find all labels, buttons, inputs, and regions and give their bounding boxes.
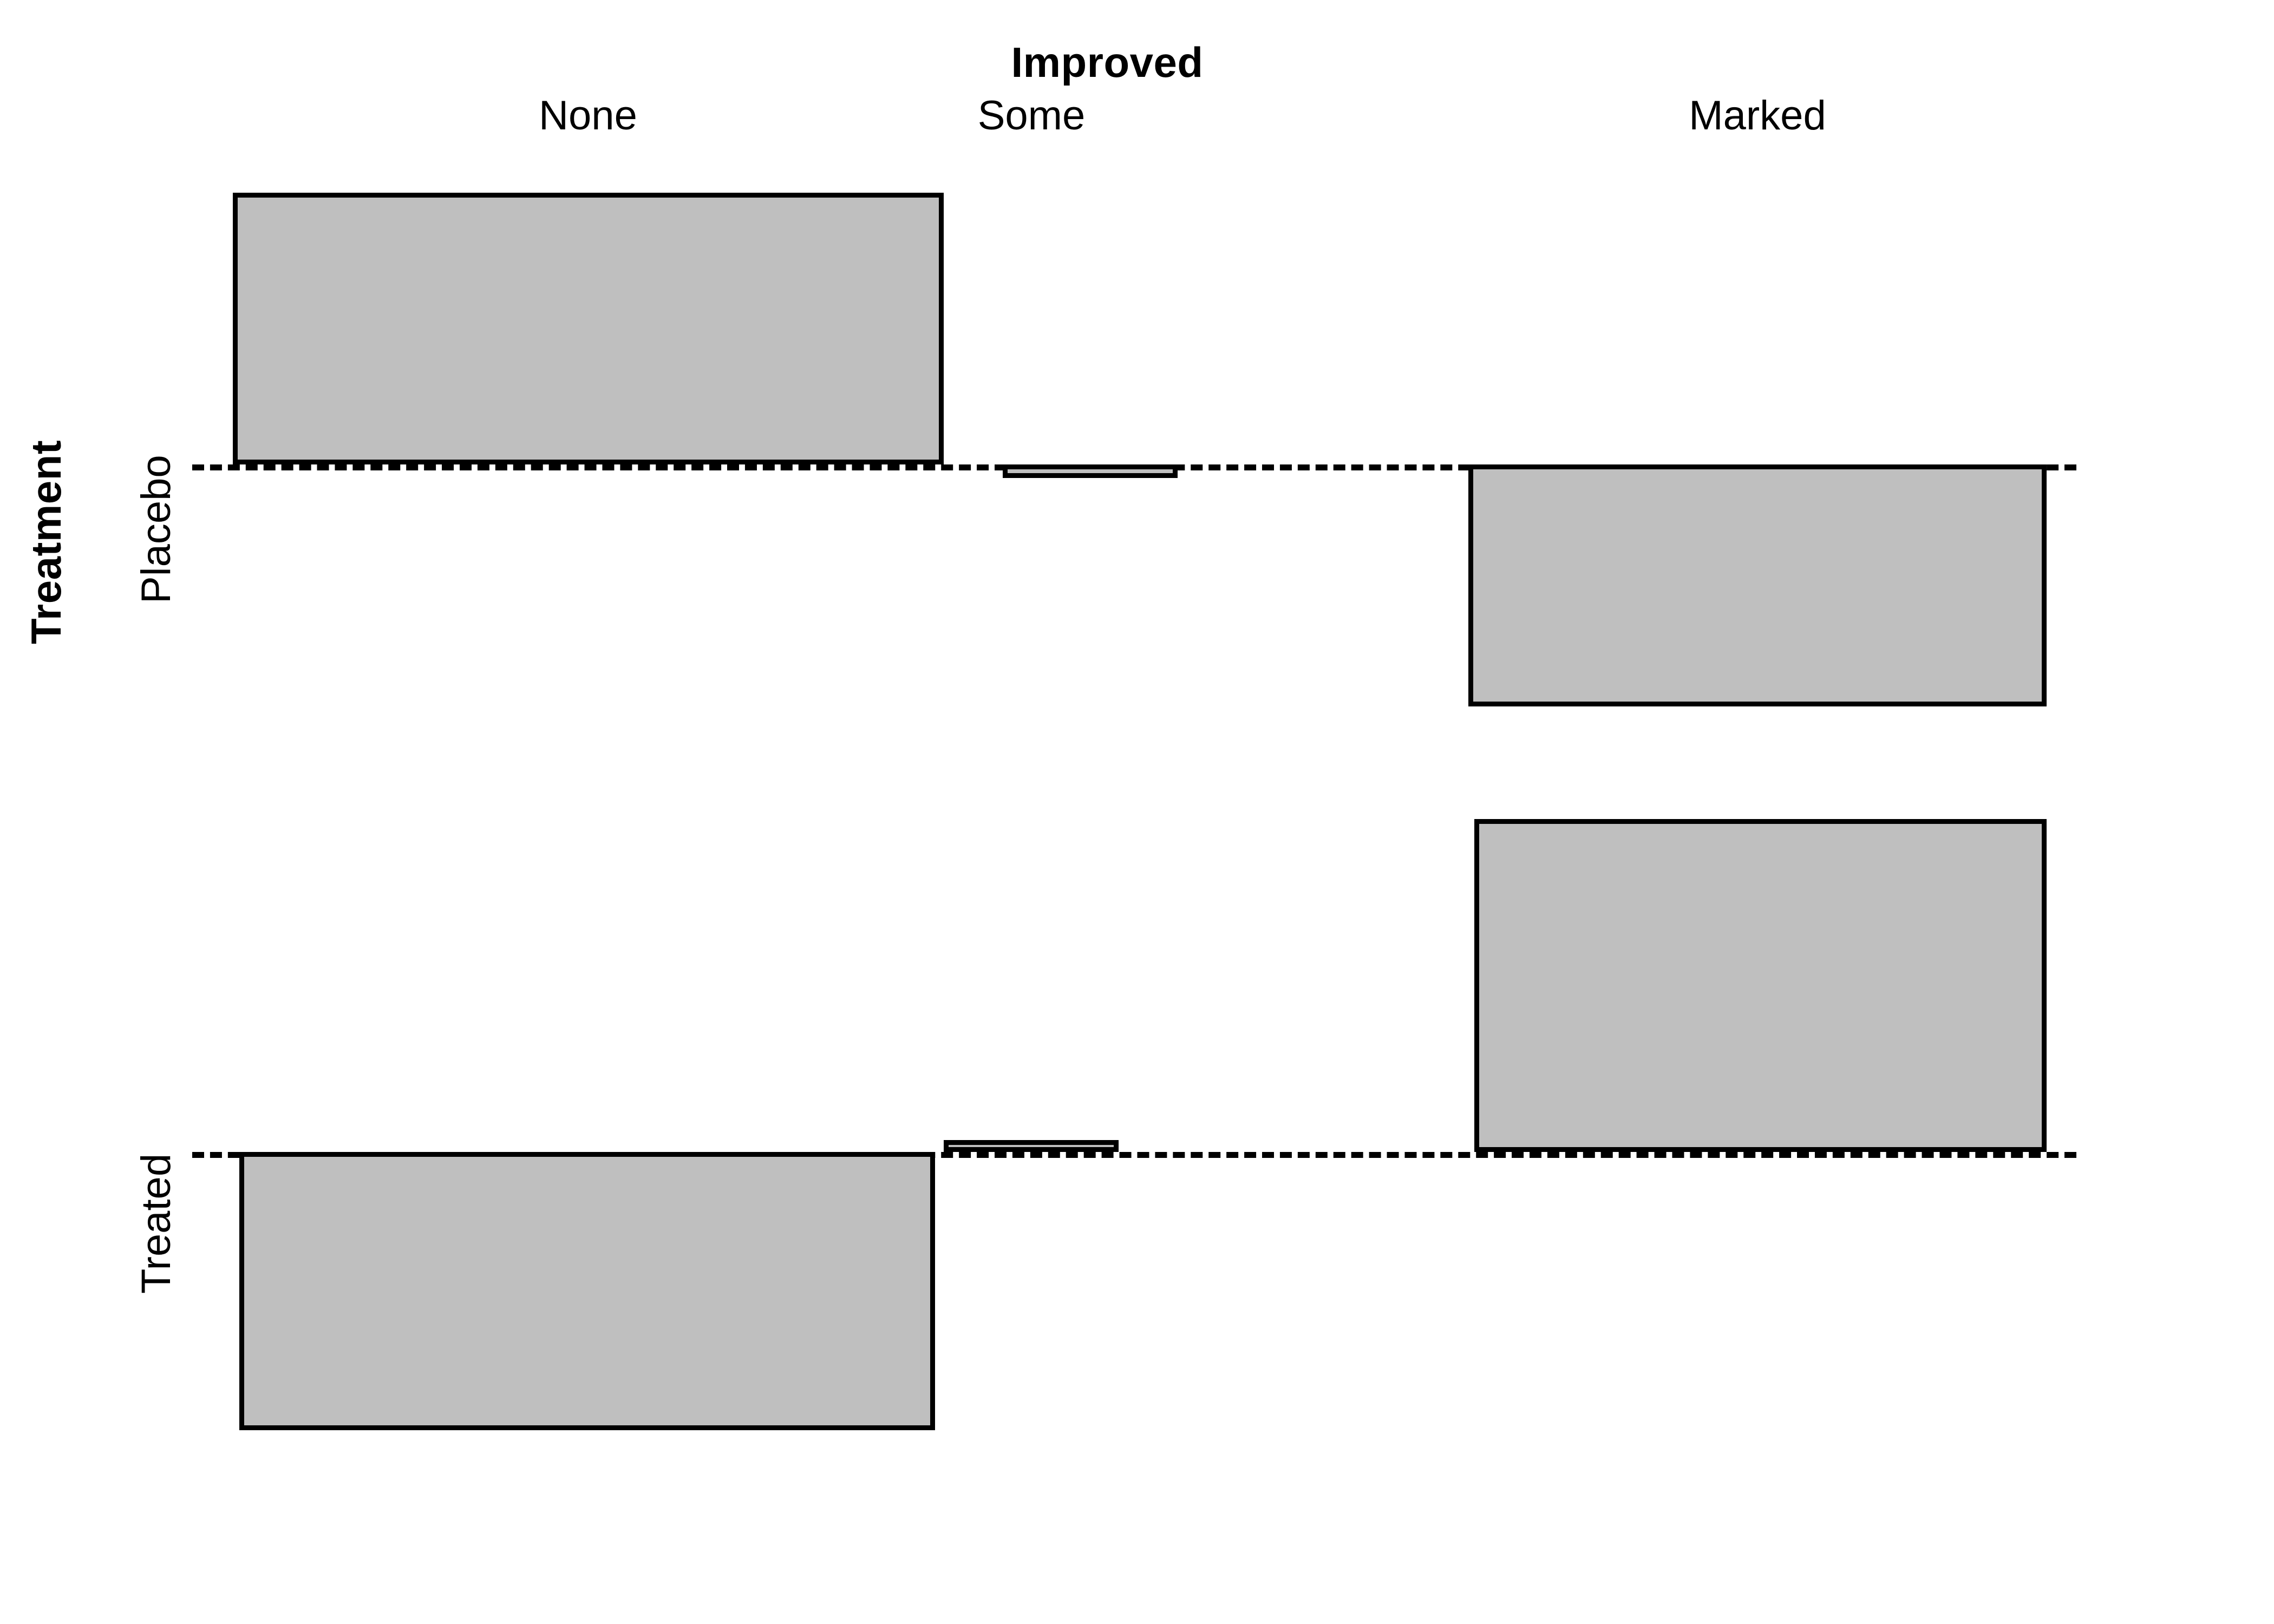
bar-placebo-marked[interactable] [1468, 464, 2047, 706]
column-label-none: None [539, 93, 637, 139]
bar-placebo-none[interactable] [233, 193, 944, 464]
treated-baseline [192, 1152, 2076, 1158]
row-variable-title: Treatment [22, 440, 70, 644]
column-variable-title-text: Improved [1011, 38, 1204, 86]
row-label-treated: Treated [133, 1153, 179, 1294]
row-label-placebo: Placebo [133, 455, 179, 604]
bar-treated-none[interactable] [239, 1152, 935, 1430]
column-label-some: Some [977, 93, 1086, 139]
bar-placebo-some[interactable] [1003, 464, 1178, 478]
column-variable-title: Improved [0, 38, 2274, 87]
bar-treated-marked[interactable] [1474, 819, 2047, 1152]
bar-treated-some[interactable] [944, 1140, 1119, 1152]
column-label-marked: Marked [1689, 93, 1826, 139]
